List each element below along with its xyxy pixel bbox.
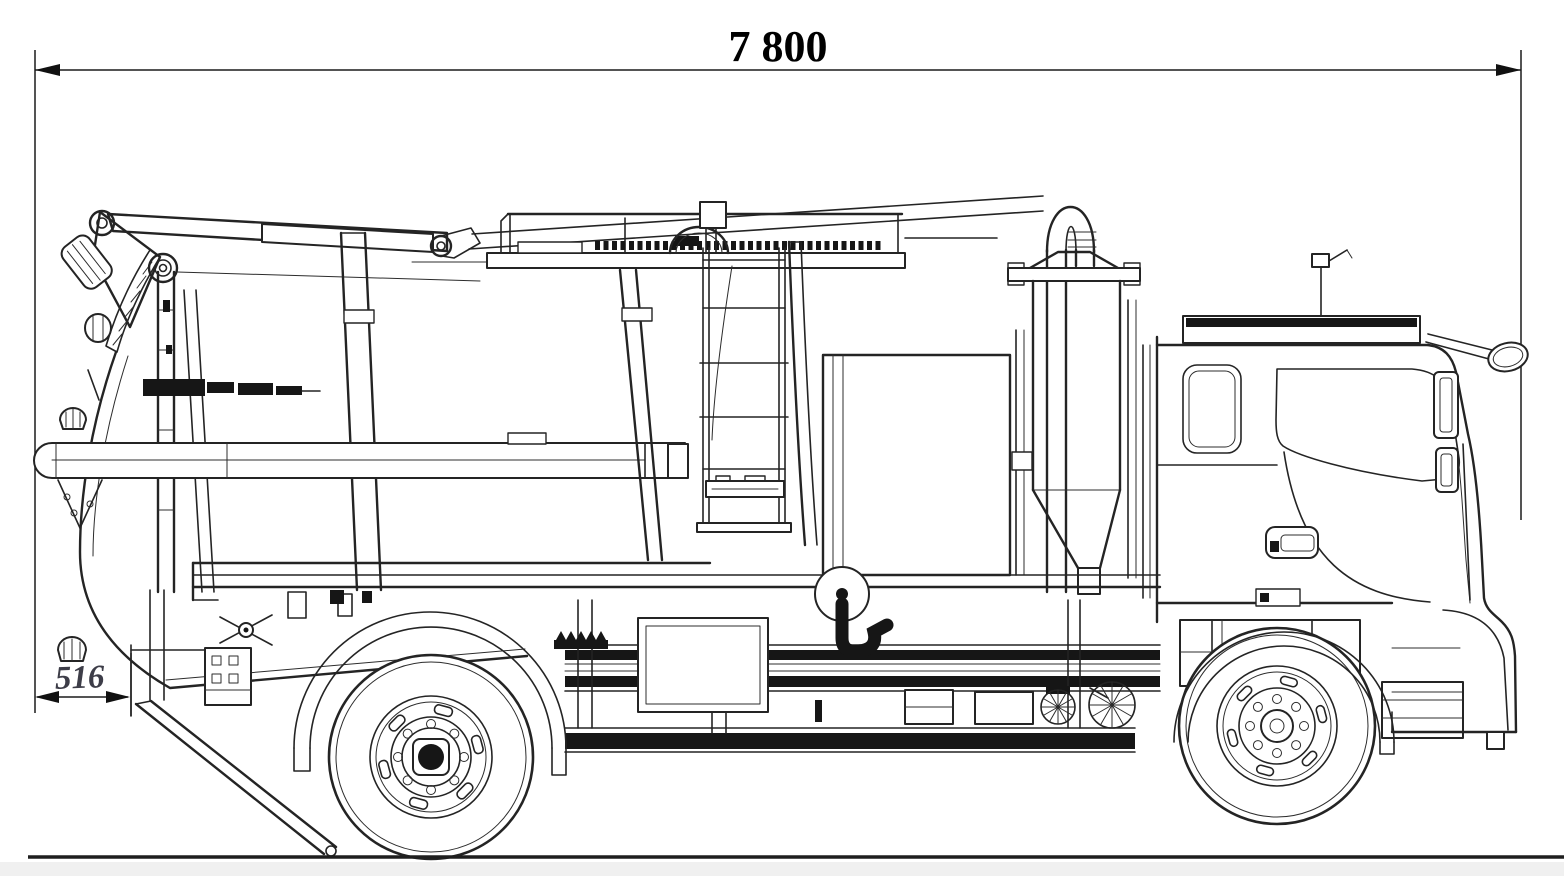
rear-overhang-label: 516: [54, 659, 105, 697]
cab-step-panel: [1381, 681, 1464, 739]
arrowhead-right: [1496, 64, 1521, 76]
arrowhead-left: [35, 64, 60, 76]
suction-boom: [33, 432, 689, 529]
arm-pivot: [88, 209, 116, 237]
side-mirror: [1487, 341, 1529, 373]
arrowhead-left: [35, 691, 59, 703]
tank-front-head: [787, 240, 807, 547]
cyclone-separator: [1007, 206, 1141, 595]
locking-actuator: [143, 379, 205, 396]
rear-canister: [60, 234, 113, 290]
pump-elbow-hose: [835, 597, 894, 658]
ground-line: [0, 855, 1564, 876]
tank-platform: [486, 201, 1033, 577]
arm-pivot: [147, 252, 179, 284]
door-window: [1275, 368, 1461, 482]
body-side-panel: [821, 353, 1012, 577]
gutter-brushes: [1040, 681, 1136, 729]
dimension-rear-overhang: 516: [35, 653, 132, 716]
cab-front-outline: [1426, 343, 1518, 734]
arrowhead-right: [106, 691, 130, 703]
chain-hanger: [57, 479, 103, 529]
quarter-window: [1182, 364, 1242, 454]
roof-antenna: [1311, 249, 1353, 317]
overall-length-label: 7 800: [729, 22, 828, 71]
u-bend-pipe: [1045, 206, 1096, 254]
door-hinge: [1433, 371, 1459, 439]
rear-fender: [293, 611, 567, 776]
door-hinge: [1435, 447, 1459, 493]
chassis-frame: [191, 561, 1162, 753]
dimension-overall-length: 7 800: [34, 22, 1522, 713]
access-ladder: [696, 247, 792, 533]
front-wheel: [1177, 626, 1377, 826]
hopper-body: [78, 350, 529, 701]
front-fender: [1173, 631, 1395, 755]
rear-wheel: [327, 653, 535, 861]
toolbox: [637, 617, 769, 713]
rear-support-leg: [130, 614, 338, 857]
ground-shadow: [0, 862, 1564, 876]
